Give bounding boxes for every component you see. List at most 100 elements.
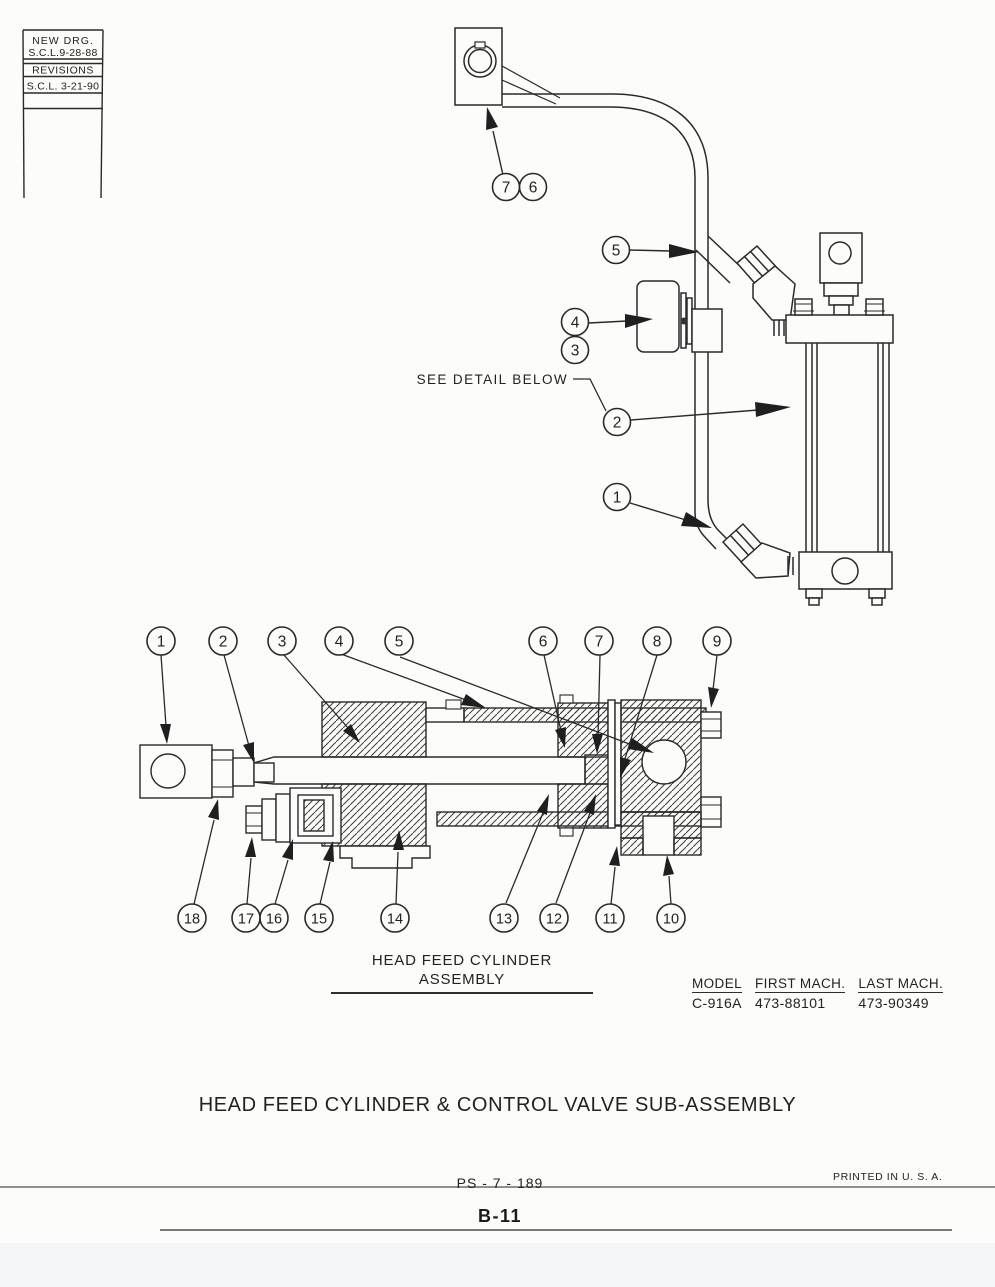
cylinder-side-view <box>785 232 894 606</box>
rod-nut <box>211 749 234 798</box>
upper-callout-arrows <box>486 107 791 528</box>
end-cap <box>620 699 722 856</box>
lower-callout-arrows-bottom <box>193 794 674 905</box>
model-header: MODEL <box>692 976 743 993</box>
svg-text:11: 11 <box>602 912 617 928</box>
callout-sec-16: 16 <box>259 903 289 933</box>
svg-text:8: 8 <box>653 634 662 651</box>
callout-sec-6: 6 <box>528 626 558 656</box>
callout-7: 7 <box>491 172 521 202</box>
control-valve <box>636 280 723 353</box>
upper-callouts: 7 6 5 4 3 <box>491 172 632 512</box>
callout-sec-13: 13 <box>489 903 519 933</box>
first-mach-value: 473-88101 <box>755 995 826 1011</box>
revision-row-rev-date: S.C.L. 3-21-90 <box>27 81 100 93</box>
callout-sec-9: 9 <box>702 626 732 656</box>
valve-bolt <box>680 317 688 325</box>
svg-text:6: 6 <box>539 634 548 651</box>
svg-text:5: 5 <box>395 634 404 651</box>
clevis-block <box>139 744 275 799</box>
callout-sec-7: 7 <box>584 626 614 656</box>
printed-note: PRINTED IN U. S. A. <box>833 1171 943 1183</box>
cylinder-top-cap <box>785 314 894 344</box>
svg-text:7: 7 <box>595 634 604 651</box>
first-mach-header: FIRST MACH. <box>755 976 846 993</box>
end-cap-bolt-top <box>700 711 722 739</box>
svg-text:10: 10 <box>663 912 679 928</box>
svg-text:4: 4 <box>335 634 344 651</box>
svg-text:18: 18 <box>184 912 200 928</box>
svg-text:7: 7 <box>502 180 511 197</box>
svg-text:6: 6 <box>529 180 538 197</box>
model-table-col-last-mach: LAST MACH. 473-90349 <box>858 976 944 1011</box>
callout-sec-17: 17 <box>231 903 261 933</box>
svg-text:14: 14 <box>387 912 403 928</box>
cross-section-drawing: 1 2 3 4 5 6 7 8 9 18 17 16 15 14 13 12 1… <box>139 626 732 933</box>
piston-rod <box>253 756 586 785</box>
callout-sec-1: 1 <box>146 626 176 656</box>
last-mach-value: 473-90349 <box>858 995 929 1011</box>
callout-5: 5 <box>601 235 631 265</box>
callout-sec-3: 3 <box>267 626 297 656</box>
tube-fitting-top <box>735 244 796 336</box>
revision-block-frame <box>22 29 104 199</box>
end-cap-bolt-bottom <box>700 796 722 828</box>
svg-text:12: 12 <box>546 912 562 928</box>
callout-sec-10: 10 <box>656 903 686 933</box>
model-table-col-model: MODEL C-916A <box>692 976 743 1011</box>
callout-sec-18: 18 <box>177 903 207 933</box>
cylinder-port <box>831 557 859 585</box>
last-mach-header: LAST MACH. <box>858 976 944 993</box>
svg-text:9: 9 <box>713 634 722 651</box>
clevis-eye <box>150 753 186 789</box>
svg-text:2: 2 <box>219 634 228 651</box>
callout-sec-8: 8 <box>642 626 672 656</box>
manifold-block <box>454 27 561 106</box>
svg-text:17: 17 <box>238 912 254 928</box>
model-value: C-916A <box>692 995 742 1011</box>
svg-text:2: 2 <box>613 415 622 432</box>
svg-text:13: 13 <box>496 912 512 928</box>
callout-6: 6 <box>518 172 548 202</box>
callout-sec-2: 2 <box>208 626 238 656</box>
svg-text:16: 16 <box>266 912 282 928</box>
fitting-bolt <box>245 805 263 834</box>
lower-callout-arrows-top <box>160 653 719 778</box>
svg-text:4: 4 <box>571 315 580 332</box>
callout-3: 3 <box>560 335 590 365</box>
revision-row-revisions: REVISIONS <box>32 65 94 77</box>
cylinder-barrel <box>805 343 890 552</box>
piston-rod-nut <box>584 754 611 785</box>
port-fitting <box>245 787 342 844</box>
callout-sec-4: 4 <box>324 626 354 656</box>
svg-text:15: 15 <box>311 912 327 928</box>
page-number-rule <box>160 1229 952 1231</box>
callout-sec-12: 12 <box>539 903 569 933</box>
callout-sec-5: 5 <box>384 626 414 656</box>
model-table: MODEL C-916A FIRST MACH. 473-88101 LAST … <box>692 976 944 1011</box>
page-number: B-11 <box>477 1206 523 1226</box>
callout-sec-14: 14 <box>380 903 410 933</box>
see-detail-note: SEE DETAIL BELOW <box>417 372 568 387</box>
scan-edge-tint <box>0 1243 995 1287</box>
callout-sec-11: 11 <box>595 903 625 933</box>
piston-seal-plate <box>607 699 616 829</box>
svg-text:5: 5 <box>612 243 621 260</box>
piston <box>557 694 622 837</box>
upper-assembly-drawing: SEE DETAIL BELOW 7 6 <box>417 27 894 606</box>
svg-text:1: 1 <box>157 634 166 651</box>
revision-block: NEW DRG. S.C.L.9-28-88 REVISIONS S.C.L. … <box>22 29 104 199</box>
end-cap-notch <box>642 815 675 856</box>
end-cap-port <box>641 739 687 785</box>
document-number: PS - 7 - 189 <box>456 1175 544 1191</box>
tube-fitting-bottom <box>721 522 794 579</box>
page-title: HEAD FEED CYLINDER & CONTROL VALVE SUB-A… <box>198 1094 797 1116</box>
footer-rule <box>0 1186 995 1188</box>
gland-foot <box>339 845 431 869</box>
svg-text:3: 3 <box>571 343 580 360</box>
callout-1: 1 <box>602 482 632 512</box>
lower-diagram-caption: HEAD FEED CYLINDER ASSEMBLY <box>331 951 593 994</box>
svg-text:3: 3 <box>278 634 287 651</box>
